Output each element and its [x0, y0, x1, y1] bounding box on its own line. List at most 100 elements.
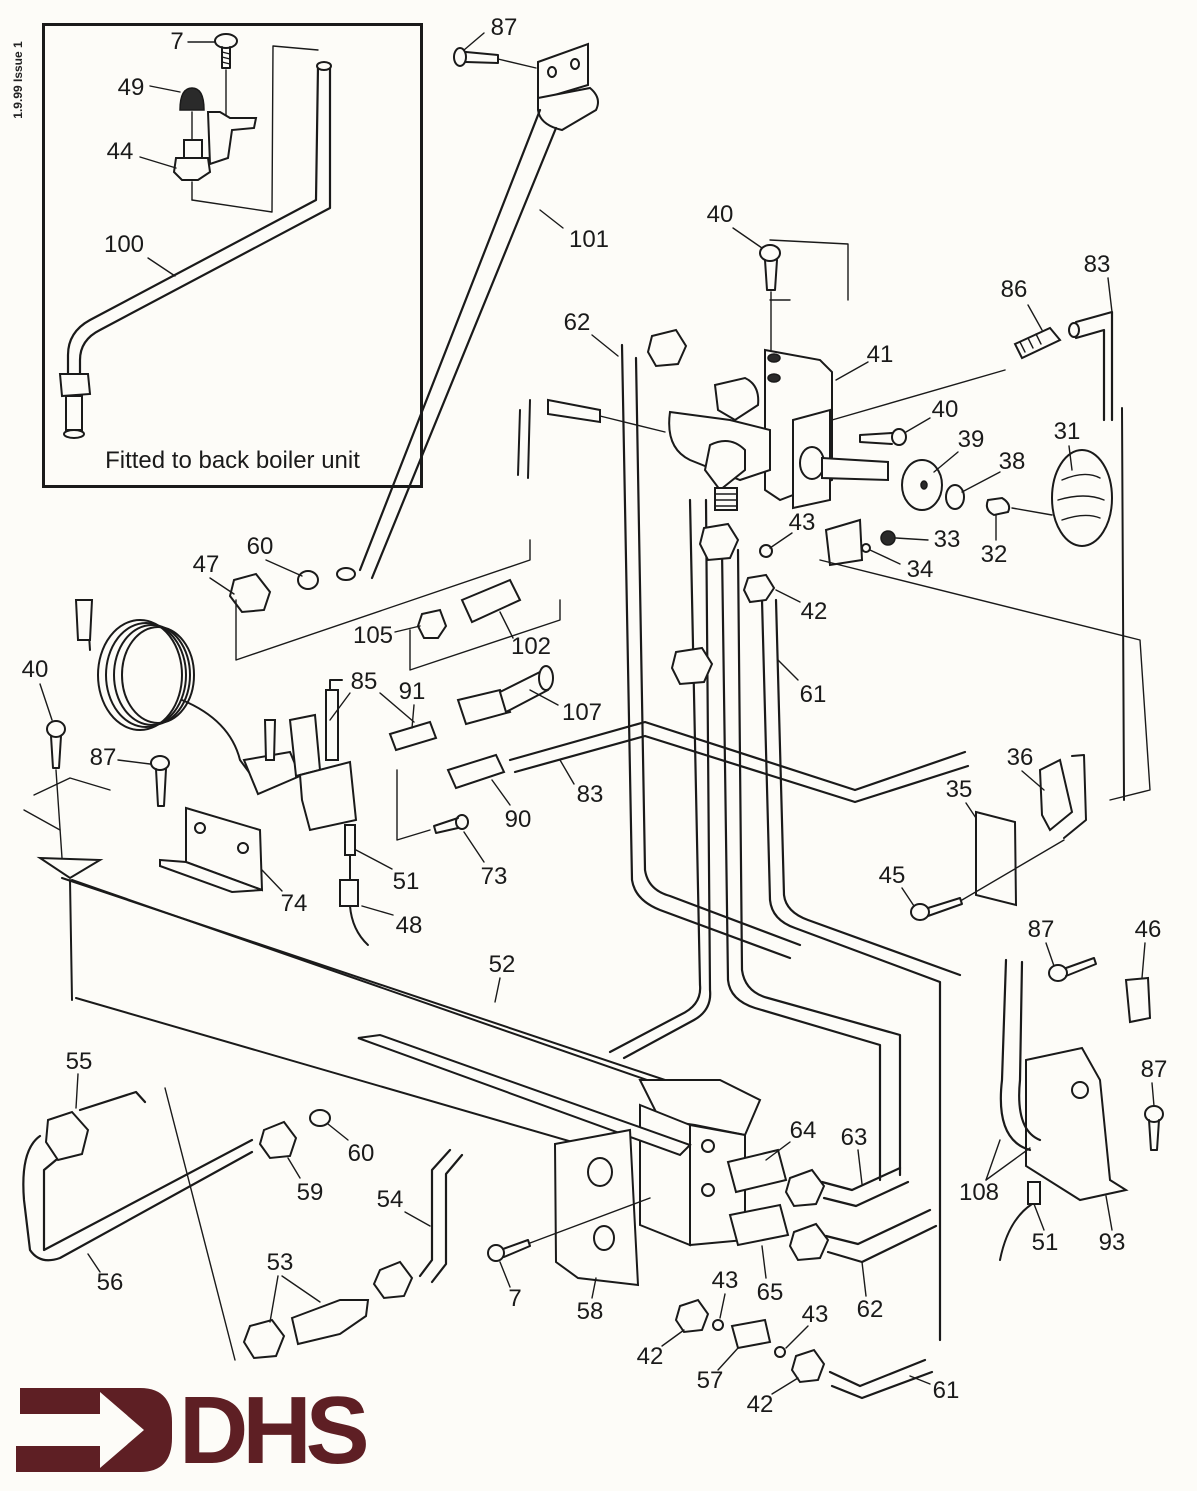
callout-83: 83 — [576, 781, 604, 808]
callout-85: 85 — [350, 668, 378, 695]
part-43-washers-low — [712, 1319, 786, 1358]
part-65-injector — [728, 1203, 790, 1247]
part-41-gas-valve-block — [668, 239, 1151, 801]
brand-name: DHS — [179, 1377, 370, 1484]
inset-box: Fitted to back boiler unit — [42, 23, 423, 488]
callout-55: 55 — [65, 1048, 93, 1075]
callout-41: 41 — [866, 341, 894, 368]
part-93-ignition-unit — [1025, 1046, 1129, 1202]
callout-43: 43 — [711, 1267, 739, 1294]
part-7-screw-low — [487, 1197, 651, 1262]
callout-47: 47 — [192, 551, 220, 578]
part-51-lead — [344, 824, 356, 881]
callout-42: 42 — [636, 1343, 664, 1370]
callout-101: 101 — [568, 226, 610, 253]
callout-108: 108 — [958, 1179, 1000, 1206]
callout-100: 100 — [103, 231, 145, 258]
callout-54: 54 — [376, 1186, 404, 1213]
callout-51: 51 — [1031, 1229, 1059, 1256]
callout-35: 35 — [945, 776, 973, 803]
part-86-restrictor — [1013, 326, 1062, 360]
part-87-screws-right — [1048, 957, 1164, 1151]
callout-32: 32 — [980, 541, 1008, 568]
callout-87: 87 — [490, 14, 518, 41]
inset-parts-group — [58, 33, 332, 439]
part-36-microswitch — [1038, 754, 1087, 839]
callout-105: 105 — [352, 622, 394, 649]
part-38-star-washer — [945, 484, 965, 510]
callout-65: 65 — [756, 1279, 784, 1306]
part-54-pipe — [372, 1148, 464, 1300]
callout-64: 64 — [789, 1117, 817, 1144]
callout-59: 59 — [296, 1179, 324, 1206]
callout-39: 39 — [957, 426, 985, 453]
part-90-nut — [446, 753, 506, 790]
callout-60: 60 — [347, 1140, 375, 1167]
dhs-logo: DHS — [12, 1377, 382, 1484]
part-85-pilot-assembly — [242, 679, 358, 832]
part-105-nut — [416, 608, 448, 639]
callout-61: 61 — [799, 681, 827, 708]
callout-107: 107 — [561, 699, 603, 726]
part-87-screw-top — [453, 47, 537, 69]
callout-73: 73 — [480, 863, 508, 890]
callout-87: 87 — [89, 744, 117, 771]
part-46-cover — [1124, 976, 1152, 1024]
part-108-leads — [999, 958, 1042, 1152]
callout-31: 31 — [1053, 418, 1081, 445]
part-47-nut — [228, 572, 272, 614]
part-52-burner — [36, 856, 762, 1247]
callout-52: 52 — [488, 951, 516, 978]
part-44-injector-bracket — [172, 45, 319, 213]
callout-61: 61 — [932, 1377, 960, 1404]
callout-86: 86 — [1000, 276, 1028, 303]
callout-102: 102 — [510, 633, 552, 660]
callout-60: 60 — [246, 533, 274, 560]
callout-34: 34 — [906, 556, 934, 583]
part-83-pipe-mid — [508, 720, 970, 804]
part-53-union — [242, 1299, 370, 1360]
part-61-pipe-low — [828, 1358, 934, 1400]
callout-42: 42 — [746, 1391, 774, 1418]
callout-74: 74 — [280, 890, 308, 917]
callout-49: 49 — [117, 74, 145, 101]
callout-62: 62 — [563, 309, 591, 336]
part-58-bracket — [553, 1128, 640, 1287]
part-101-pilot-pipe — [336, 42, 599, 581]
callout-7: 7 — [508, 1285, 522, 1312]
part-63-pipe — [784, 1166, 910, 1208]
callout-42: 42 — [800, 598, 828, 625]
part-60-olive-top — [235, 539, 531, 661]
part-59-nut — [258, 1120, 298, 1160]
part-91-screw — [388, 720, 438, 752]
part-49-filter-cap — [179, 87, 205, 141]
part-39-washer — [901, 459, 943, 511]
callout-38: 38 — [998, 448, 1026, 475]
part-74-bracket — [159, 806, 264, 894]
part-102-union — [409, 578, 561, 671]
part-87-screw-left — [150, 755, 170, 807]
callout-87: 87 — [1027, 916, 1055, 943]
callout-48: 48 — [395, 912, 423, 939]
callout-63: 63 — [840, 1124, 868, 1151]
callout-87: 87 — [1140, 1056, 1168, 1083]
part-31-control-knob — [1011, 449, 1113, 547]
part-35-plate — [975, 810, 1018, 907]
callout-90: 90 — [504, 806, 532, 833]
pipe-bundle — [517, 328, 962, 1342]
part-60-olive-low — [309, 1109, 331, 1127]
part-40-screw-valve-side — [859, 428, 907, 446]
callout-43: 43 — [788, 509, 816, 536]
callout-40: 40 — [21, 656, 49, 683]
callout-46: 46 — [1134, 916, 1162, 943]
part-40-screw-left — [23, 720, 111, 859]
part-48-lead — [339, 879, 369, 946]
part-107-injector — [456, 665, 554, 726]
part-56-pipe — [22, 1087, 254, 1361]
part-45-screw — [910, 839, 1065, 921]
callout-57: 57 — [696, 1367, 724, 1394]
callout-7: 7 — [170, 28, 184, 55]
inset-caption: Fitted to back boiler unit — [105, 447, 360, 474]
part-thermocouple-coil — [74, 599, 263, 791]
